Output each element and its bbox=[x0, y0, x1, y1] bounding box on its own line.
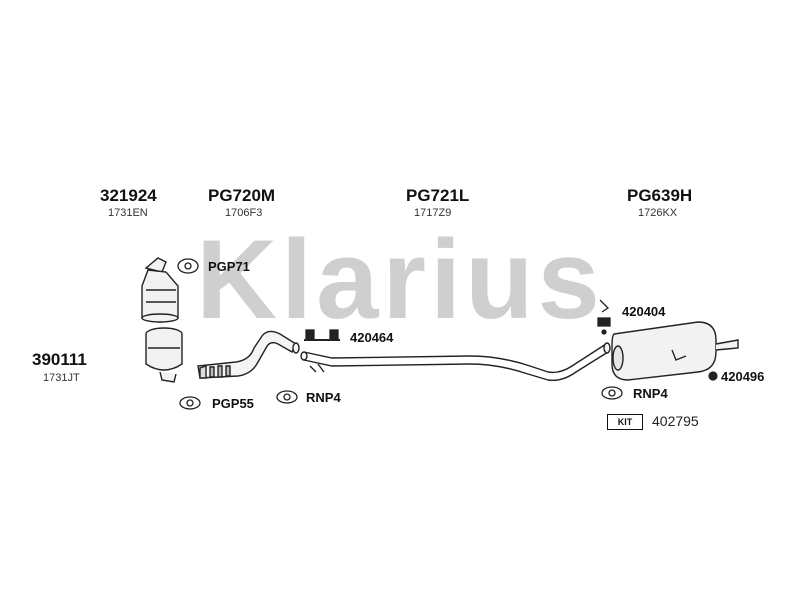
group-code-pg721l: PG721L bbox=[406, 186, 470, 205]
hanger-420404 bbox=[597, 299, 611, 335]
hanger-420496 bbox=[708, 371, 718, 381]
front-pipe bbox=[197, 330, 300, 379]
part-420404: 420404 bbox=[622, 304, 666, 319]
kit-code: 402795 bbox=[652, 413, 699, 429]
pgp71-gasket bbox=[177, 258, 199, 274]
group-sub-1731jt: 1731JT bbox=[43, 372, 80, 384]
group-sub-1717z9: 1717Z9 bbox=[414, 207, 452, 219]
group-code-pg720m: PG720M bbox=[208, 186, 276, 205]
group-sub-1726kx: 1726KX bbox=[638, 207, 678, 219]
kit-badge: KIT bbox=[607, 414, 643, 430]
group-code-390111: 390111 bbox=[32, 350, 87, 369]
catalytic-converter-upper bbox=[141, 257, 179, 323]
rnp4-clamp-left bbox=[276, 390, 298, 404]
brand-watermark: Klarius bbox=[196, 217, 604, 342]
intermediate-pipe bbox=[300, 342, 611, 382]
group-code-321924: 321924 bbox=[100, 186, 157, 205]
pgp55-clamp bbox=[179, 396, 201, 410]
group-sub-1706f3: 1706F3 bbox=[225, 207, 263, 219]
part-pgp55: PGP55 bbox=[212, 396, 254, 411]
part-pgp71: PGP71 bbox=[208, 259, 250, 274]
particulate-filter bbox=[145, 327, 183, 383]
group-sub-1731en: 1731EN bbox=[108, 207, 148, 219]
group-code-pg639h: PG639H bbox=[627, 186, 693, 205]
part-420496: 420496 bbox=[721, 369, 765, 384]
rnp4-clamp-right bbox=[601, 386, 623, 400]
part-rnp4-right: RNP4 bbox=[633, 386, 668, 401]
mounting-rubber-420464 bbox=[304, 329, 340, 341]
rear-silencer bbox=[611, 321, 739, 381]
part-rnp4-left: RNP4 bbox=[306, 390, 341, 405]
part-420464: 420464 bbox=[350, 330, 394, 345]
